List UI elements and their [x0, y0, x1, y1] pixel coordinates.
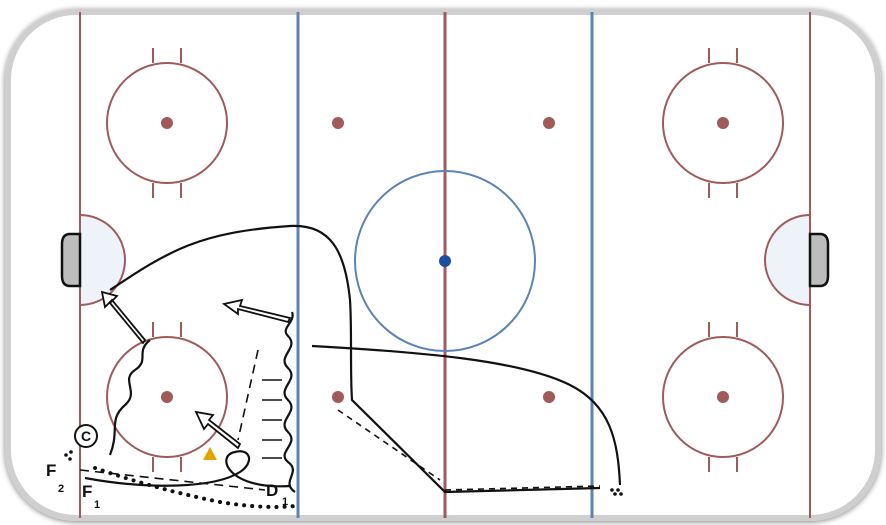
f2-letter: F [46, 461, 56, 480]
neutral-dot-tl [332, 117, 344, 129]
d1-weave-path [283, 311, 296, 493]
pass-line-1 [337, 409, 441, 481]
neutral-dot-br [543, 391, 555, 403]
skating-path-loop [109, 224, 601, 494]
d1-letter: D [266, 481, 278, 500]
f1-curl-path [84, 450, 291, 488]
f1-subscript: 1 [94, 499, 100, 511]
faceoff-circle-right-top [662, 48, 784, 198]
left-goal-crease [79, 213, 126, 307]
pass-line-2 [444, 485, 601, 491]
dotted-skate-path [93, 466, 297, 509]
skating-path-right [311, 344, 622, 486]
cone-icon [203, 447, 217, 460]
faceoff-circle-right-bottom [662, 322, 784, 472]
lane-ticks [262, 379, 282, 459]
neutral-dot-bl [332, 391, 344, 403]
faceoff-circle-left-bottom [106, 322, 228, 472]
faceoff-circle-left-top [106, 48, 228, 198]
center-faceoff-dot [439, 255, 451, 267]
puck-pile-icon [64, 450, 623, 496]
player-f2: F 2 [46, 461, 64, 495]
center-ice-circle [354, 170, 536, 352]
right-goal-crease [764, 213, 811, 307]
left-net-icon [60, 232, 82, 288]
coach-label: C [81, 428, 91, 444]
f1-letter: F [82, 482, 92, 501]
player-f1: F 1 [82, 482, 100, 511]
d1-subscript: 1 [282, 496, 288, 508]
f2-stickhandle-path [108, 339, 151, 456]
pass-line-3 [237, 349, 259, 441]
neutral-dot-tr [543, 117, 555, 129]
coach-marker: C [74, 424, 98, 448]
shot-arrow-upper-left [100, 290, 147, 345]
f2-subscript: 2 [58, 483, 64, 495]
player-d1: D 1 [266, 481, 288, 508]
right-net-icon [808, 232, 830, 288]
shot-arrow-middle [221, 298, 292, 324]
shot-arrow-lower [194, 410, 242, 450]
